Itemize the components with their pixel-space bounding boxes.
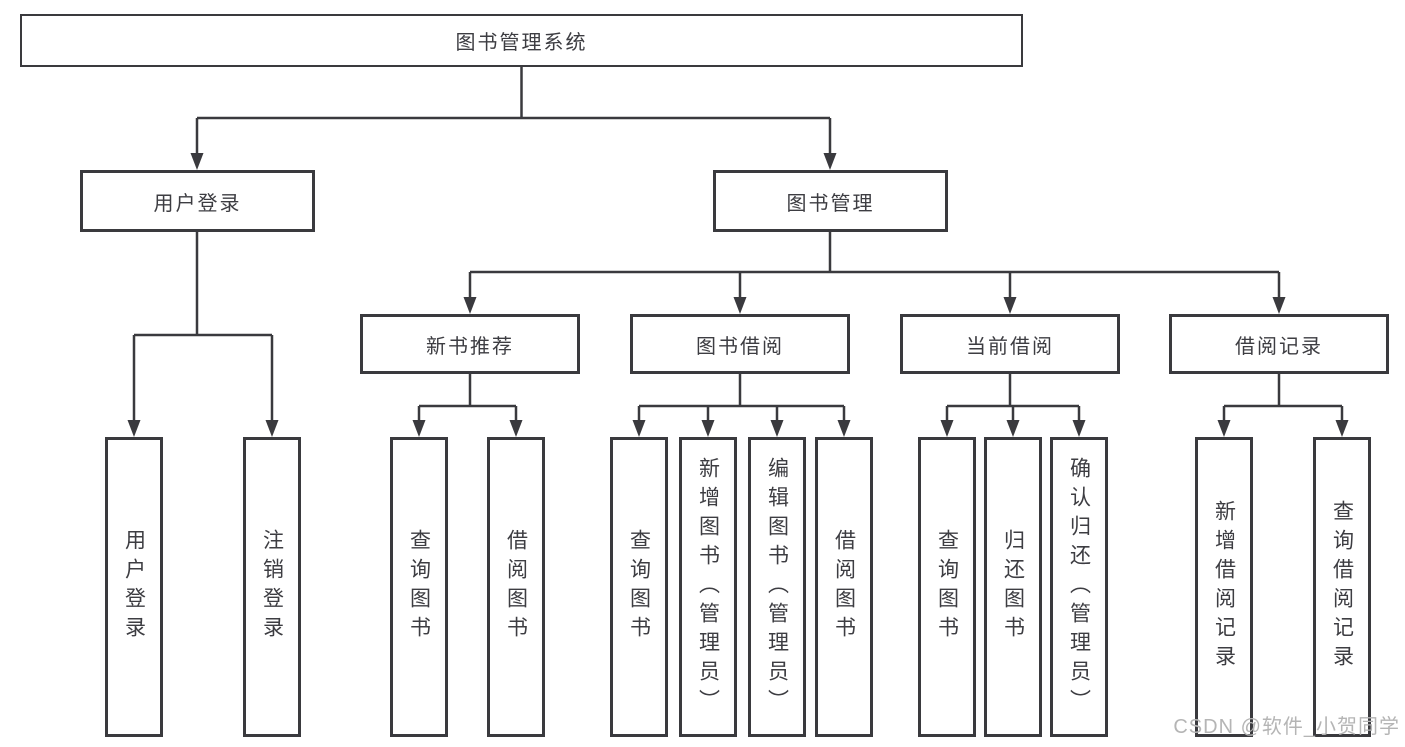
leaf-cb-return-books: 归还图书 — [984, 437, 1042, 737]
leaf-bb-add-books: 新增图书（管理员） — [679, 437, 737, 737]
leaf-bb-edit-books: 编辑图书（管理员） — [748, 437, 806, 737]
leaf-cb-confirm-return: 确认归还（管理员） — [1050, 437, 1108, 737]
csdn-watermark: CSDN @软件_小贺同学 — [1173, 716, 1400, 738]
node-book-borrowing: 图书借阅 — [630, 314, 850, 374]
leaf-logout: 注销登录 — [243, 437, 301, 737]
leaf-bb-query-books-label: 查询图书 — [627, 529, 651, 645]
leaf-nb-query-books-label: 查询图书 — [407, 529, 431, 645]
leaf-nb-borrow-books: 借阅图书 — [487, 437, 545, 737]
leaf-bb-borrow-books-label: 借阅图书 — [832, 529, 856, 645]
node-current-borrowing-label: 当前借阅 — [966, 335, 1054, 358]
leaf-cb-query-books: 查询图书 — [918, 437, 976, 737]
leaf-bb-edit-books-label: 编辑图书（管理员） — [765, 456, 789, 718]
node-root-system-label: 图书管理系统 — [455, 32, 588, 54]
leaf-br-add-record: 新增借阅记录 — [1195, 437, 1253, 737]
node-new-book-recommend: 新书推荐 — [360, 314, 580, 374]
leaf-nb-query-books: 查询图书 — [390, 437, 448, 737]
leaf-cb-query-books-label: 查询图书 — [935, 529, 959, 645]
node-book-management-label: 图书管理 — [786, 192, 875, 215]
leaf-nb-borrow-books-label: 借阅图书 — [504, 529, 528, 645]
leaf-bb-add-books-label: 新增图书（管理员） — [696, 456, 720, 718]
leaf-bb-query-books: 查询图书 — [610, 437, 668, 737]
leaf-cb-confirm-return-label: 确认归还（管理员） — [1067, 456, 1091, 718]
leaf-br-add-record-label: 新增借阅记录 — [1212, 500, 1236, 674]
node-borrowing-records: 借阅记录 — [1169, 314, 1389, 374]
node-current-borrowing: 当前借阅 — [900, 314, 1120, 374]
leaf-logout-label: 注销登录 — [260, 529, 284, 645]
node-book-management: 图书管理 — [713, 170, 948, 232]
leaf-user-login: 用户登录 — [105, 437, 163, 737]
leaf-br-query-record: 查询借阅记录 — [1313, 437, 1371, 737]
leaf-user-login-label: 用户登录 — [122, 529, 146, 645]
node-borrowing-records-label: 借阅记录 — [1235, 335, 1323, 358]
leaf-bb-borrow-books: 借阅图书 — [815, 437, 873, 737]
node-new-book-recommend-label: 新书推荐 — [426, 335, 514, 358]
leaf-br-query-record-label: 查询借阅记录 — [1330, 500, 1354, 674]
node-root-system: 图书管理系统 — [20, 14, 1023, 67]
node-book-borrowing-label: 图书借阅 — [696, 335, 784, 358]
node-user-login-group-label: 用户登录 — [153, 192, 242, 215]
leaf-cb-return-books-label: 归还图书 — [1001, 529, 1025, 645]
node-user-login-group: 用户登录 — [80, 170, 315, 232]
